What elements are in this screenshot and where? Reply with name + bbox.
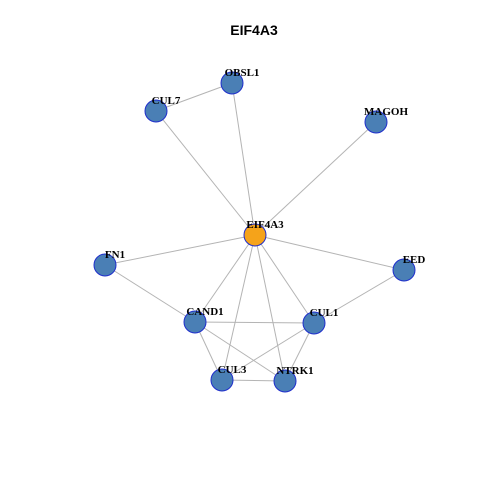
node-obsl1[interactable]	[220, 71, 244, 95]
node-label-fn1: FN1	[105, 249, 125, 261]
node-cul7[interactable]	[144, 99, 168, 123]
node-label-eif4a3: EIF4A3	[246, 219, 284, 231]
node-cul1[interactable]	[302, 311, 326, 335]
diagram-title: EIF4A3	[230, 22, 278, 38]
edge-eed-cul1	[313, 269, 405, 324]
node-label-cul1: CUL1	[310, 307, 339, 319]
node-fn1[interactable]	[93, 253, 117, 277]
edge-eif4a3-magoh	[254, 121, 377, 236]
edge-cul1-cul3	[221, 322, 315, 381]
node-label-cul3: CUL3	[218, 364, 247, 376]
edge-eif4a3-obsl1	[231, 82, 256, 236]
edge-eif4a3-cul7	[155, 110, 256, 236]
edge-eif4a3-ntrk1	[254, 234, 286, 382]
edge-eif4a3-fn1	[104, 234, 256, 266]
node-eif4a3[interactable]	[243, 223, 267, 247]
node-label-ntrk1: NTRK1	[276, 365, 313, 377]
edge-eif4a3-cul1	[254, 234, 315, 324]
node-label-eed: EED	[403, 254, 426, 266]
edge-eif4a3-eed	[254, 234, 405, 271]
node-eed[interactable]	[392, 258, 416, 282]
node-cul3[interactable]	[210, 368, 234, 392]
edge-cul7-obsl1	[155, 82, 233, 112]
edge-eif4a3-cand1	[194, 234, 256, 323]
node-cand1[interactable]	[183, 310, 207, 334]
node-label-cul7: CUL7	[152, 95, 181, 107]
node-layer	[93, 71, 416, 393]
edge-cand1-ntrk1	[194, 321, 286, 382]
node-label-magoh: MAGOH	[364, 106, 408, 118]
node-label-obsl1: OBSL1	[225, 67, 260, 79]
edge-eif4a3-cul3	[221, 234, 256, 381]
node-label-cand1: CAND1	[186, 306, 223, 318]
node-ntrk1[interactable]	[273, 369, 297, 393]
edge-cand1-cul1	[194, 321, 315, 324]
edge-fn1-cand1	[104, 264, 196, 323]
node-magoh[interactable]	[364, 110, 388, 134]
